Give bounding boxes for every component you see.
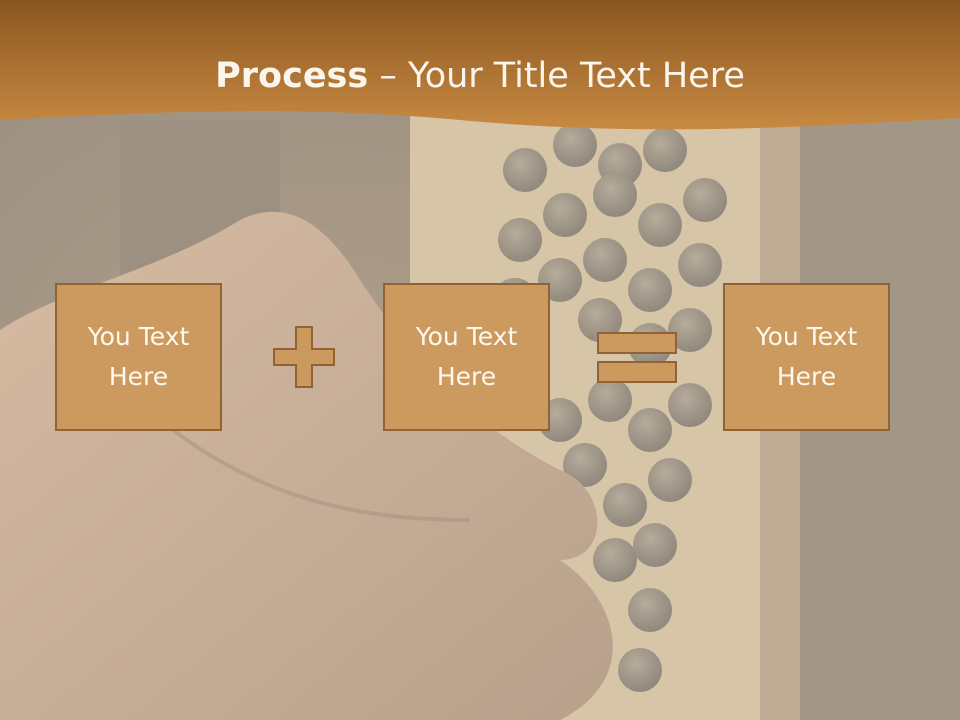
plus-icon	[273, 326, 335, 388]
process-box-2[interactable]: You Text Here	[383, 283, 550, 431]
equals-icon	[597, 332, 677, 383]
slide-title: Process – Your Title Text Here	[0, 55, 960, 97]
process-box-3[interactable]: You Text Here	[723, 283, 890, 431]
title-rest: – Your Title Text Here	[368, 56, 745, 96]
title-bold: Process	[215, 56, 369, 96]
title-banner	[0, 0, 960, 130]
process-box-1[interactable]: You Text Here	[55, 283, 222, 431]
